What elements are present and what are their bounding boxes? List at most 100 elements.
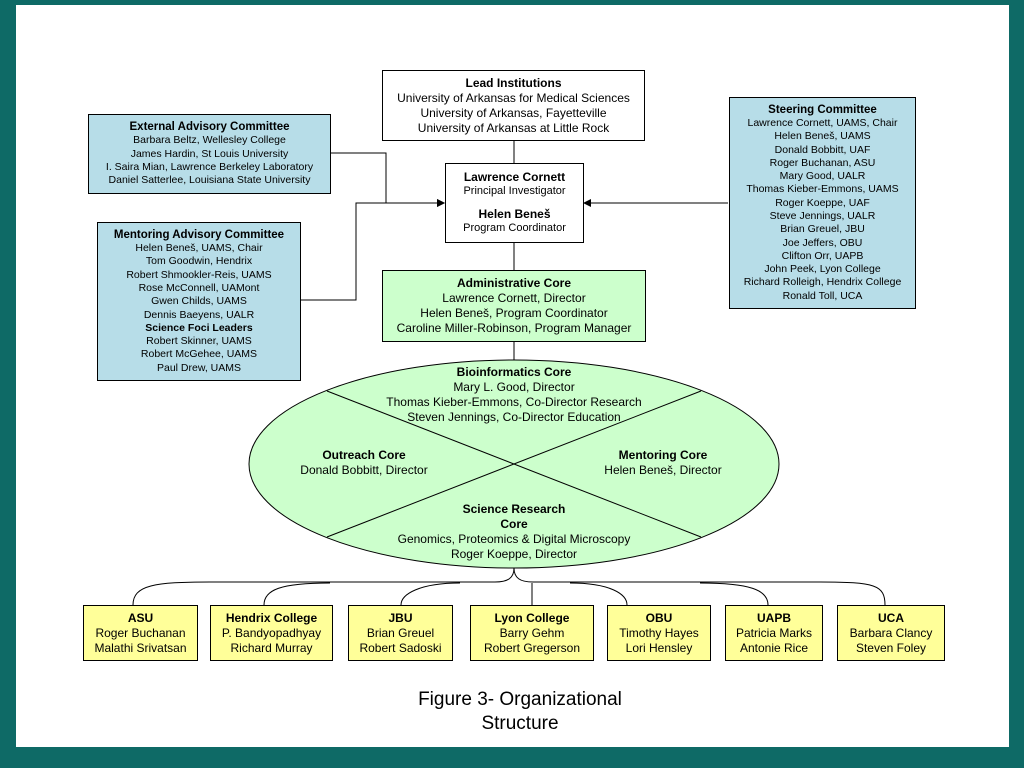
institution-name: OBU xyxy=(645,610,673,625)
institution-box-jbu: JBU Brian Greuel Robert Sadoski xyxy=(348,605,453,661)
steering-member: Lawrence Cornett, UAMS, Chair xyxy=(747,116,898,129)
institution-box-asu: ASU Roger Buchanan Malathi Srivatsan xyxy=(83,605,198,661)
bioinformatics-core-member: Mary L. Good, Director xyxy=(453,380,575,394)
institution-box-uca: UCA Barbara Clancy Steven Foley xyxy=(837,605,945,661)
external-member-4: Daniel Satterlee, Louisiana State Univer… xyxy=(108,174,311,187)
steering-member: Roger Koeppe, UAF xyxy=(775,196,870,209)
steering-member: Clifton Orr, UAPB xyxy=(781,249,864,262)
institution-person: Richard Murray xyxy=(230,640,313,655)
science-research-core: Science Research Core Genomics, Proteomi… xyxy=(374,502,654,562)
steering-member: Mary Good, UALR xyxy=(779,170,866,183)
admin-core-member: Caroline Miller-Robinson, Program Manage… xyxy=(396,321,632,335)
lead-institutions-box: Lead Institutions University of Arkansas… xyxy=(382,70,645,141)
institution-person: Lori Hensley xyxy=(625,640,693,655)
outreach-core-director: Donald Bobbitt, Director xyxy=(300,463,428,477)
lead-institution-1: University of Arkansas for Medical Scien… xyxy=(397,90,630,105)
science-core-director: Roger Koeppe, Director xyxy=(450,547,578,561)
bioinformatics-core-member: Thomas Kieber-Emmons, Co-Director Resear… xyxy=(386,395,642,409)
institution-person: Patricia Marks xyxy=(735,625,812,640)
steering-member: Joe Jeffers, OBU xyxy=(782,236,863,249)
institution-name: ASU xyxy=(127,610,154,625)
institution-person: Robert Sadoski xyxy=(359,640,442,655)
institutions-brace xyxy=(132,567,886,606)
steering-member: Roger Buchanan, ASU xyxy=(769,156,876,169)
institution-person: Barry Gehm xyxy=(499,625,565,640)
figure-caption-line-2: Structure xyxy=(481,713,559,734)
institution-person: Timothy Hayes xyxy=(619,625,699,640)
steering-member: Steve Jennings, UALR xyxy=(769,210,876,222)
institution-box-lyon: Lyon College Barry Gehm Robert Gregerson xyxy=(470,605,594,661)
mentoring-core-title: Mentoring Core xyxy=(618,448,708,462)
institution-name: Lyon College xyxy=(494,610,570,625)
pi-role: Principal Investigator xyxy=(463,184,566,197)
institution-person: P. Bandyopadhyay xyxy=(221,625,322,640)
science-foci-title: Science Foci Leaders xyxy=(145,321,253,334)
mentoring-core-director: Helen Beneš, Director xyxy=(604,463,722,477)
institution-person: Barbara Clancy xyxy=(849,625,933,640)
institution-name: JBU xyxy=(388,610,413,625)
science-core-title-1: Science Research xyxy=(462,502,566,516)
outreach-core: Outreach Core Donald Bobbitt, Director xyxy=(284,448,444,478)
steering-title: Steering Committee xyxy=(768,103,877,116)
steering-member: Donald Bobbitt, UAF xyxy=(774,143,871,156)
lead-institution-2: University of Arkansas, Fayetteville xyxy=(420,105,607,120)
figure-caption: Figure 3- Organizational Structure xyxy=(370,688,670,736)
mentoring-to-pi-arrow xyxy=(301,199,445,301)
external-member-1: Barbara Beltz, Wellesley College xyxy=(133,134,286,147)
bioinformatics-core: Bioinformatics Core Mary L. Good, Direct… xyxy=(364,365,664,425)
admin-core-member: Helen Beneš, Program Coordinator xyxy=(420,306,608,320)
administrative-core-box: Administrative Core Lawrence Cornett, Di… xyxy=(382,270,646,342)
coordinator-role: Program Coordinator xyxy=(463,221,566,234)
steering-member: Ronald Toll, UCA xyxy=(782,289,863,302)
steering-member: Brian Greuel, JBU xyxy=(780,223,865,236)
mentoring-advisory-member: Helen Beneš, UAMS, Chair xyxy=(135,242,263,255)
external-member-2: James Hardin, St Louis University xyxy=(130,147,289,160)
mentoring-core: Mentoring Core Helen Beneš, Director xyxy=(588,448,738,478)
steering-member: Thomas Kieber-Emmons, UAMS xyxy=(746,183,899,196)
admin-core-member: Lawrence Cornett, Director xyxy=(442,291,586,305)
external-member-3: I. Saira Mian, Lawrence Berkeley Laborat… xyxy=(105,161,314,173)
outreach-core-title: Outreach Core xyxy=(322,448,406,462)
external-advisory-committee-box: External Advisory Committee Barbara Belt… xyxy=(88,114,331,194)
external-to-pi-arrow xyxy=(331,152,445,207)
bioinformatics-core-member: Steven Jennings, Co-Director Education xyxy=(407,410,621,424)
lead-institutions-title: Lead Institutions xyxy=(465,75,562,90)
bioinformatics-core-title: Bioinformatics Core xyxy=(456,365,572,379)
science-foci-leader: Paul Drew, UAMS xyxy=(156,361,242,374)
ellipse-divider-2 xyxy=(326,390,702,538)
institution-name: UCA xyxy=(878,610,904,625)
steering-member: John Peek, Lyon College xyxy=(764,263,881,276)
science-core-focus: Genomics, Proteomics & Digital Microscop… xyxy=(397,532,631,546)
institution-name: Hendrix College xyxy=(225,610,318,625)
institution-person: Roger Buchanan xyxy=(95,625,186,640)
mentoring-advisory-member: Gwen Childs, UAMS xyxy=(151,295,247,308)
institution-person: Antonie Rice xyxy=(739,640,809,655)
institutions-brace-inner xyxy=(263,582,769,606)
mentoring-advisory-member: Rose McConnell, UAMont xyxy=(138,281,260,294)
figure-caption-line-1: Figure 3- Organizational xyxy=(418,689,622,710)
mentoring-advisory-title: Mentoring Advisory Committee xyxy=(113,229,285,242)
institution-box-hendrix: Hendrix College P. Bandyopadhyay Richard… xyxy=(210,605,333,661)
admin-core-title: Administrative Core xyxy=(456,276,572,290)
institution-person: Malathi Srivatsan xyxy=(94,640,187,655)
lead-institution-3: University of Arkansas at Little Rock xyxy=(417,120,610,135)
institution-person: Brian Greuel xyxy=(366,625,435,640)
mentoring-advisory-member: Dennis Baeyens, UALR xyxy=(143,308,255,321)
external-advisory-title: External Advisory Committee xyxy=(129,121,290,134)
steering-member: Richard Rolleigh, Hendrix College xyxy=(743,276,902,289)
science-core-title-2: Core xyxy=(500,517,528,531)
mentoring-advisory-committee-box: Mentoring Advisory Committee Helen Beneš… xyxy=(97,222,301,381)
steering-committee-box: Steering Committee Lawrence Cornett, UAM… xyxy=(729,97,916,309)
institution-person: Robert Gregerson xyxy=(483,640,581,655)
institution-box-uapb: UAPB Patricia Marks Antonie Rice xyxy=(725,605,823,661)
science-foci-leader: Robert McGehee, UAMS xyxy=(140,348,258,361)
institution-box-obu: OBU Timothy Hayes Lori Hensley xyxy=(607,605,711,661)
coordinator-name: Helen Beneš xyxy=(478,207,551,221)
mentoring-advisory-member: Tom Goodwin, Hendrix xyxy=(145,255,253,268)
institution-name: UAPB xyxy=(756,610,791,625)
pi-name: Lawrence Cornett xyxy=(463,170,566,184)
steering-member: Helen Beneš, UAMS xyxy=(774,130,871,143)
science-foci-leader: Robert Skinner, UAMS xyxy=(146,335,252,348)
principal-investigator-box: Lawrence Cornett Principal Investigator … xyxy=(445,163,584,243)
